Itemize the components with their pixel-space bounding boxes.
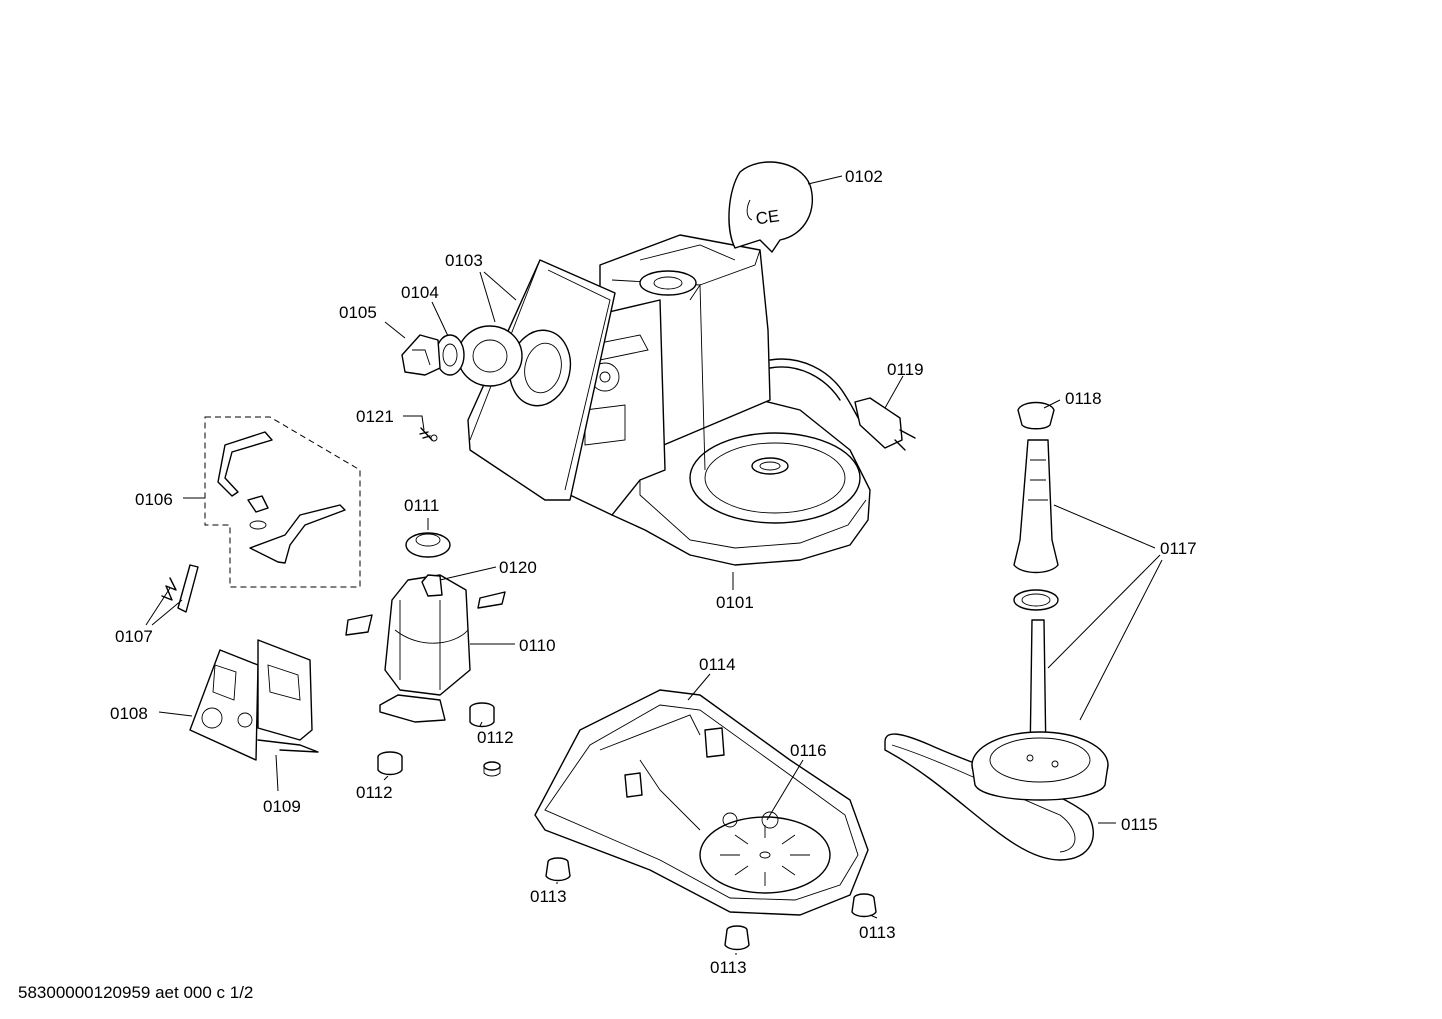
- part-0101-housing: [569, 234, 871, 590]
- part-0108-0109-board: [189, 639, 319, 761]
- label-0114: 0114: [699, 655, 736, 674]
- label-0113-right: 0113: [859, 923, 896, 942]
- label-0117: 0117: [1160, 539, 1197, 558]
- label-0119: 0119: [887, 360, 924, 379]
- label-0104: 0104: [401, 283, 439, 302]
- label-0113-bottom: 0113: [710, 958, 747, 977]
- leader-lines: [145, 175, 1163, 955]
- label-0111: 0111: [404, 496, 439, 515]
- document-footer: 58300000120959 aet 000 c 1/2: [18, 983, 253, 1002]
- label-0120: 0120: [499, 558, 537, 577]
- part-0106-lever-group: [204, 416, 361, 588]
- part-0115-belt: [884, 733, 1094, 861]
- part-labels: 0102 0103 0104 0105 0121 0119 0118 0106 …: [110, 167, 1197, 977]
- label-0115: 0115: [1121, 815, 1158, 834]
- part-0103-front-cover: [467, 259, 616, 501]
- part-0104-0105-rings: [401, 325, 523, 387]
- part-0112-feet: [377, 702, 501, 777]
- part-0110-motor: [345, 532, 506, 723]
- part-0121-screw: [419, 427, 438, 442]
- part-0113-feet: [545, 857, 877, 951]
- label-0108: 0108: [110, 704, 148, 723]
- label-0106: 0106: [135, 490, 173, 509]
- label-0109: 0109: [263, 797, 301, 816]
- label-0101: 0101: [716, 593, 754, 612]
- label-0116: 0116: [790, 741, 827, 760]
- label-0105: 0105: [339, 303, 377, 322]
- part-0114-base: [534, 689, 869, 916]
- label-0103: 0103: [445, 251, 483, 270]
- part-0117-0118-spindle: [971, 401, 1109, 801]
- label-0107: 0107: [115, 627, 153, 646]
- part-0119-plug: [844, 394, 916, 451]
- lid-ce-mark: CE: [755, 206, 781, 228]
- label-0112-right: 0112: [477, 728, 514, 747]
- label-0112-left: 0112: [356, 783, 393, 802]
- part-0102-lid: CE: [728, 161, 814, 253]
- label-0102: 0102: [845, 167, 883, 186]
- label-0113-left: 0113: [530, 887, 567, 906]
- part-0107-springs: [161, 564, 199, 613]
- label-0121: 0121: [356, 407, 394, 426]
- label-0118: 0118: [1065, 389, 1102, 408]
- label-0110: 0110: [519, 636, 556, 655]
